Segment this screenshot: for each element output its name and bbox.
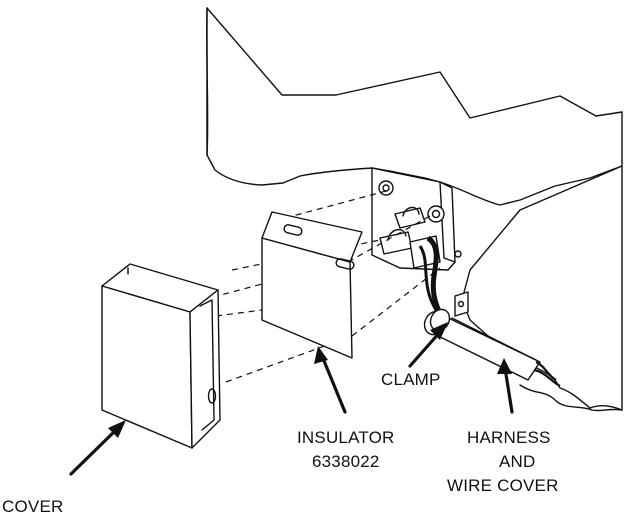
- insulator-label: INSULATOR: [297, 428, 395, 447]
- clamp-label: CLAMP: [381, 370, 441, 389]
- callout-labels: COVER INSULATOR 6338022 CLAMP HARNESS AN…: [2, 370, 559, 516]
- cover-label: COVER: [2, 497, 63, 516]
- mounting-plate: [371, 167, 469, 317]
- harness-arrow: [503, 366, 514, 414]
- insulator-arrow: [320, 354, 347, 414]
- bolt-icon: [427, 205, 445, 223]
- pointer-arrows: [69, 322, 514, 476]
- cover-arrow: [69, 426, 120, 476]
- wall-panel: [206, 7, 623, 412]
- insulator-part-number: 6338022: [312, 452, 380, 471]
- clamp-arrow: [408, 330, 442, 368]
- cover-part: [101, 263, 221, 449]
- wire-cover-label: WIRE COVER: [447, 476, 559, 495]
- harness-label: HARNESS: [467, 428, 551, 447]
- insulator-part: [261, 211, 363, 359]
- harness-and-label: AND: [499, 452, 536, 471]
